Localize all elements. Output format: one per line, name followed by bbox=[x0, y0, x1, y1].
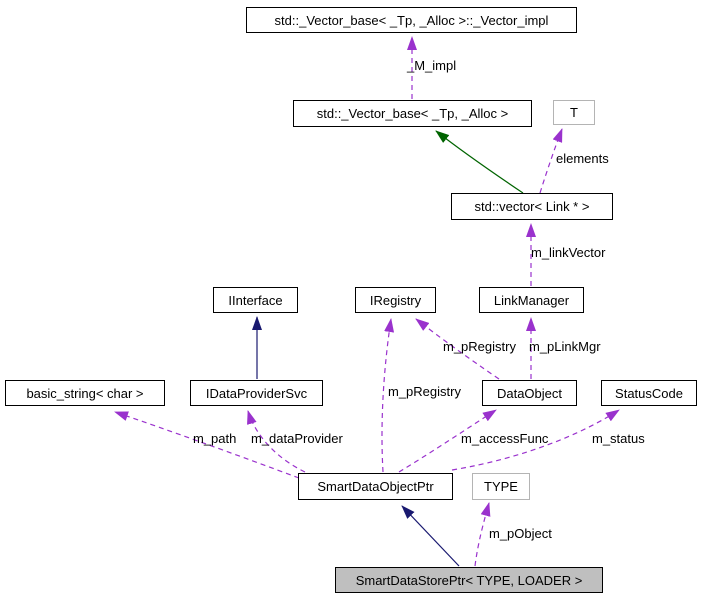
node-vector-impl[interactable]: std::_Vector_base< _Tp, _Alloc >::_Vecto… bbox=[246, 7, 577, 33]
node-smartdataobjectptr[interactable]: SmartDataObjectPtr bbox=[298, 473, 453, 500]
node-dataobject[interactable]: DataObject bbox=[482, 380, 577, 406]
edge-label-elements: elements bbox=[556, 151, 609, 166]
edge-m-pregistry-from-dataobject bbox=[415, 318, 500, 380]
node-vector-base[interactable]: std::_Vector_base< _Tp, _Alloc > bbox=[293, 100, 532, 127]
edge-label-m-pregistry-lower: m_pRegistry bbox=[388, 384, 461, 399]
edge-label-m-accessfunc: m_accessFunc bbox=[461, 431, 549, 446]
edge-m-path bbox=[114, 411, 300, 479]
node-linkmanager[interactable]: LinkManager bbox=[479, 287, 584, 313]
node-iinterface[interactable]: IInterface bbox=[213, 287, 298, 313]
node-smartdatastoreptr-selected: SmartDataStorePtr< TYPE, LOADER > bbox=[335, 567, 603, 593]
edge-label-m-impl: _M_impl bbox=[407, 58, 457, 73]
edge-label-m-status: m_status bbox=[592, 431, 645, 446]
node-template-param-type: TYPE bbox=[472, 473, 530, 500]
edge-m-pregistry-from-smartdataobjectptr bbox=[381, 318, 395, 473]
edge-m-status bbox=[451, 409, 620, 471]
node-vector-link[interactable]: std::vector< Link * > bbox=[451, 193, 613, 220]
edge-m-pobject bbox=[474, 502, 491, 567]
node-idataprovidersvc[interactable]: IDataProviderSvc bbox=[190, 380, 323, 406]
node-statuscode[interactable]: StatusCode bbox=[601, 380, 697, 406]
edge-label-m-pregistry-upper: m_pRegistry bbox=[443, 339, 516, 354]
edge-label-m-path: m_path bbox=[193, 431, 237, 446]
edge-m-accessfunc bbox=[398, 409, 497, 473]
node-template-param-t: T bbox=[553, 100, 595, 125]
edge-inherit-vector-base bbox=[435, 130, 524, 194]
edge-label-m-plinkmgr: m_pLinkMgr bbox=[529, 339, 601, 354]
edge-label-m-dataprovider: m_dataProvider bbox=[251, 431, 343, 446]
edge-inherit-smartdataobjectptr bbox=[401, 505, 460, 567]
node-iregistry[interactable]: IRegistry bbox=[355, 287, 436, 313]
edge-label-m-pobject: m_pObject bbox=[489, 526, 552, 541]
edge-label-m-linkvector: m_linkVector bbox=[531, 245, 606, 260]
node-basic-string[interactable]: basic_string< char > bbox=[5, 380, 165, 406]
